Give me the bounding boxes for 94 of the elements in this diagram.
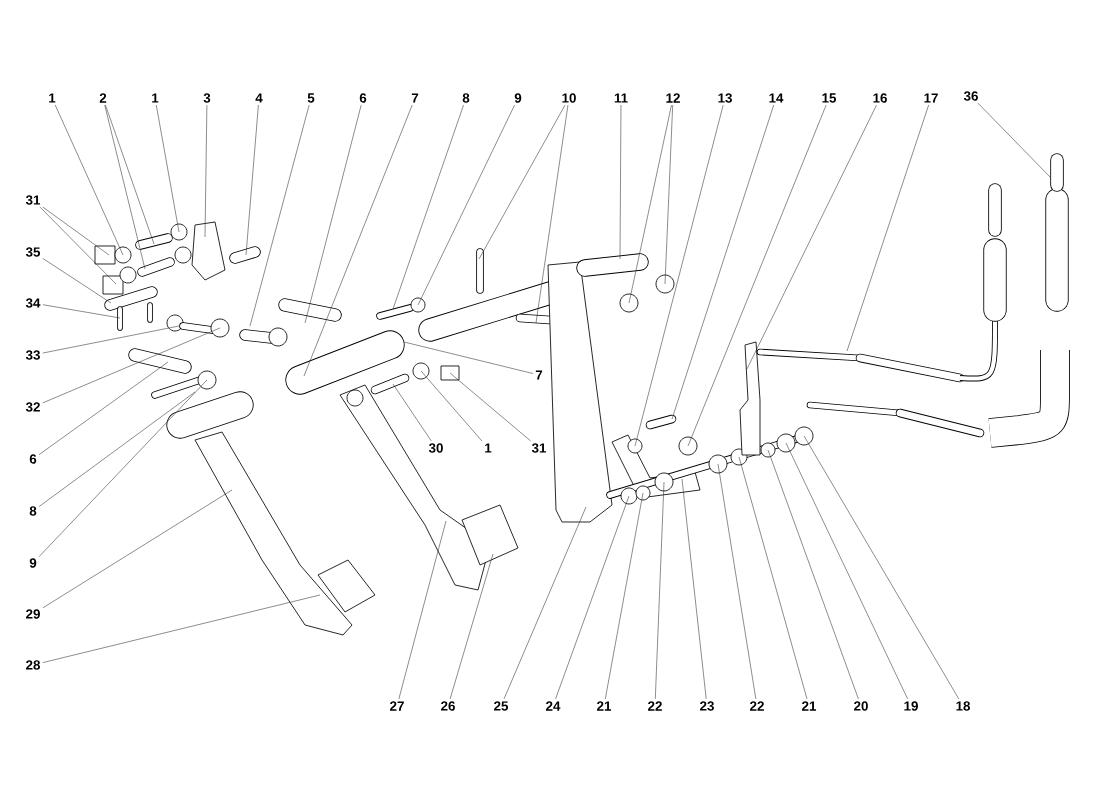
leader-line [681, 478, 707, 700]
callout-number: 1 [152, 93, 159, 103]
leader-line [392, 383, 432, 442]
leader-line [449, 372, 531, 442]
callout-number: 26 [441, 701, 455, 711]
leader-line [785, 442, 908, 700]
callout-number: 14 [769, 93, 784, 103]
callout-number: 23 [700, 701, 714, 711]
leader-line [767, 449, 859, 700]
leader-line [655, 481, 665, 700]
callout-number: 7 [535, 370, 543, 380]
callout-number: 36 [963, 91, 978, 101]
callout-number: 27 [390, 701, 404, 711]
callout-number: 15 [822, 93, 837, 103]
callout-number: 19 [904, 701, 918, 711]
leader-line [54, 104, 124, 256]
leader-line [42, 304, 121, 319]
callout-number: 9 [29, 558, 37, 568]
callout-number: 7 [411, 93, 419, 103]
callout-number: 34 [25, 298, 41, 308]
leader-line [687, 104, 827, 447]
callout-number: 3 [203, 93, 211, 103]
leader-line [555, 495, 630, 700]
callout-number: 22 [750, 701, 764, 711]
callout-number: 9 [514, 93, 522, 103]
leader-line [42, 594, 321, 663]
callout-number: 31 [531, 443, 547, 453]
callout-number: 21 [597, 701, 612, 711]
callout-number: 25 [494, 701, 509, 711]
callout-number: 35 [25, 247, 41, 257]
callout-number: 33 [25, 350, 40, 360]
leader-line [245, 104, 259, 256]
leader-line [420, 370, 483, 442]
callout-number: 1 [49, 93, 56, 103]
leader-line [535, 104, 569, 324]
leader-line [104, 104, 146, 270]
callout-number: 12 [666, 93, 680, 103]
leader-line [403, 341, 534, 374]
leader-line [478, 104, 566, 260]
leader-line [204, 104, 208, 238]
callout-number: 22 [648, 701, 662, 711]
leader-line [846, 104, 929, 352]
leader-line [664, 104, 673, 285]
callout-number: 13 [718, 93, 732, 103]
leader-line [42, 258, 112, 304]
leader-line [42, 206, 110, 256]
leader-line [634, 104, 724, 447]
leader-line [304, 104, 362, 324]
leader-line [671, 104, 774, 420]
callout-number: 8 [462, 93, 470, 103]
leader-line [738, 456, 808, 700]
leader-line [249, 104, 310, 327]
leader-line [717, 463, 757, 700]
leader-line [619, 104, 622, 260]
callout-number: 6 [29, 454, 37, 464]
leader-line [605, 492, 644, 700]
leader-line [392, 104, 464, 310]
leader-line [417, 104, 515, 306]
callout-number: 4 [255, 93, 263, 103]
leader-line [628, 104, 672, 304]
callout-number: 18 [956, 701, 970, 711]
leader-line [38, 361, 169, 455]
callout-number: 2 [99, 93, 107, 103]
callout-number: 1 [485, 443, 492, 453]
leader-line [303, 104, 413, 377]
leader-line [156, 104, 180, 233]
callout-number: 32 [25, 402, 40, 412]
callout-number: 10 [562, 93, 576, 103]
leader-line [39, 206, 117, 285]
leader-line [38, 379, 208, 557]
callout-number: 21 [802, 701, 817, 711]
leader-line [449, 553, 494, 700]
callout-number: 24 [546, 701, 561, 711]
callout-number: 8 [29, 506, 37, 516]
callout-number: 11 [614, 93, 628, 103]
leader-line [398, 520, 447, 700]
callout-number: 29 [26, 609, 40, 619]
callout-number: 17 [924, 93, 938, 103]
leader-line [746, 104, 877, 370]
callout-number: 31 [25, 195, 41, 205]
leader-line [503, 506, 587, 700]
callout-number: 16 [873, 93, 887, 103]
leader-line [42, 327, 221, 404]
leader-line [38, 391, 196, 507]
leader-line [977, 102, 1052, 179]
callout-number: 6 [359, 93, 367, 103]
leader-line [803, 435, 960, 700]
leader-line [42, 325, 180, 354]
callout-number: 30 [428, 443, 443, 453]
leader-line [105, 104, 155, 245]
callout-number: 20 [854, 701, 868, 711]
callout-number: 5 [307, 93, 315, 103]
leader-line [42, 489, 233, 609]
callout-number: 28 [26, 660, 40, 670]
